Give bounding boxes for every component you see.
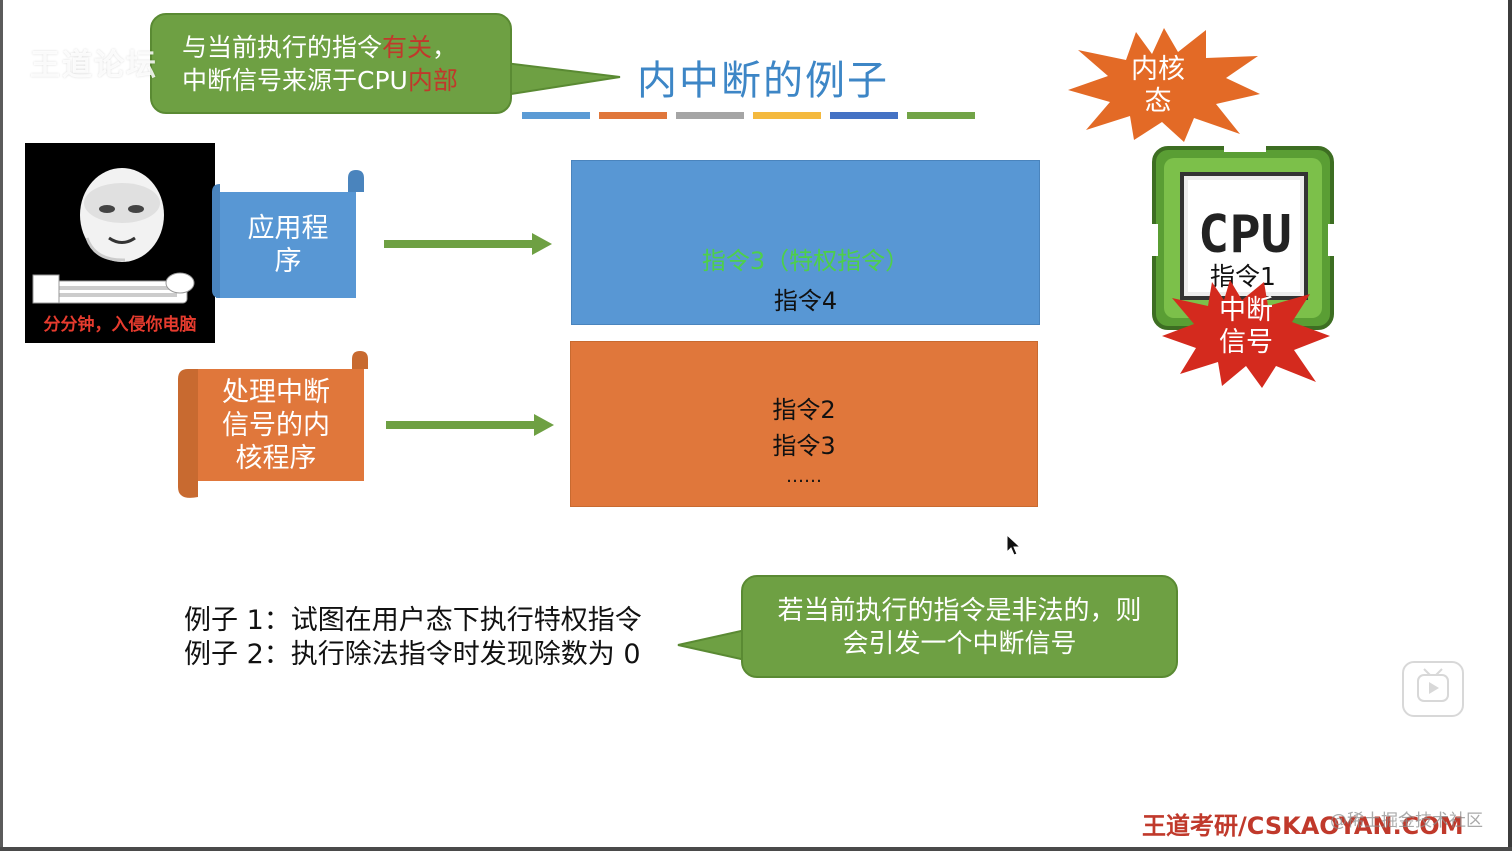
app-program-label-line2: 序 xyxy=(274,246,302,277)
interrupt-signal-label: 中断 信号 xyxy=(1198,295,1294,359)
play-button[interactable] xyxy=(1402,661,1464,717)
callout-bottom-line1: 若当前执行的指令是非法的，则 xyxy=(777,596,1142,626)
meme-right-eye xyxy=(128,205,144,213)
example-2: 例子 2：执行除法指令时发现除数为 0 xyxy=(184,639,641,670)
kernel-mode-line1: 内核 xyxy=(1131,54,1185,85)
kernel-program-label-line3: 核程序 xyxy=(235,443,317,474)
meme-illustration xyxy=(32,168,195,304)
title-color-bar xyxy=(522,112,590,119)
callout-top-highlight-1: 有关 xyxy=(382,33,433,62)
title-color-bar xyxy=(907,112,975,119)
footer-watermark: @稀土掘金技术社区 xyxy=(1330,811,1483,831)
callout-top-line2: 中断信号来源于CPU内部 xyxy=(182,64,510,97)
cpu-label: CPU xyxy=(1198,205,1292,265)
callout-top-pointer xyxy=(505,61,621,97)
meme-keys-row1 xyxy=(47,286,177,290)
callout-bottom-line2: 会引发一个中断信号 xyxy=(842,629,1077,659)
kernel-mode-label: 内核 态 xyxy=(1110,54,1206,118)
callout-top-line1-end: ， xyxy=(432,33,458,62)
kernel-program-label-line1: 处理中断 xyxy=(222,377,330,408)
kernel-instruction-3: 指令3 xyxy=(772,432,836,460)
cpu-chip-icon xyxy=(1150,144,1336,334)
meme-keys-row2 xyxy=(47,293,177,297)
meme-headset-mic xyxy=(85,237,126,262)
app-scroll-top-curl xyxy=(348,170,364,192)
mouse-cursor-icon xyxy=(1006,534,1022,556)
examples-text: 例子 1：试图在用户态下执行特权指令 例子 2：执行除法指令时发现除数为 0 xyxy=(184,604,642,672)
title-color-bar xyxy=(599,112,667,119)
title-color-bar xyxy=(676,112,744,119)
kernel-instruction-ellipsis: …… xyxy=(786,466,822,487)
left-window-edge xyxy=(0,0,3,851)
cpu-instruction-1: 指令1 xyxy=(1210,262,1276,291)
interrupt-signal-burst xyxy=(1162,280,1330,388)
page-title: 内中断的例子 xyxy=(637,58,889,104)
kernel-mode-line2: 态 xyxy=(1144,86,1172,117)
callout-top-line1-text: 与当前执行的指令 xyxy=(182,33,383,62)
meme-mouse xyxy=(165,272,195,294)
kernel-mode-burst xyxy=(1068,28,1260,142)
interrupt-signal-line1: 中断 xyxy=(1219,295,1273,326)
meme-image: 分分钟，入侵你电脑 xyxy=(25,143,215,343)
arrow-kernel-to-instructions xyxy=(386,414,554,436)
interrupt-signal-line2: 信号 xyxy=(1219,327,1273,358)
kernel-program-label: 处理中断 信号的内 核程序 xyxy=(195,376,357,475)
meme-caption: 分分钟，入侵你电脑 xyxy=(43,315,197,335)
meme-mouth xyxy=(108,236,136,244)
kernel-instruction-2: 指令2 xyxy=(772,396,836,424)
example-1: 例子 1：试图在用户态下执行特权指令 xyxy=(184,605,642,636)
app-scroll-side-curl xyxy=(212,184,220,298)
meme-left-eye xyxy=(99,205,115,213)
callout-top-line1: 与当前执行的指令有关， xyxy=(182,31,510,64)
kernel-scroll-body xyxy=(190,369,364,481)
kernel-instruction-box: 指令2 指令3 …… xyxy=(570,341,1038,507)
instruction-4: 指令4 xyxy=(773,287,838,315)
app-program-scroll xyxy=(212,170,364,298)
kernel-program-label-line2: 信号的内 xyxy=(222,410,330,441)
user-instruction-box: 指令3（特权指令） 指令4 xyxy=(571,160,1040,325)
privileged-instruction: 指令3（特权指令） xyxy=(701,247,910,275)
callout-top-highlight-2: 内部 xyxy=(407,66,458,95)
callout-top: 与当前执行的指令有关， 中断信号来源于CPU内部 xyxy=(150,13,512,114)
app-program-label-line1: 应用程 xyxy=(247,213,329,244)
kernel-scroll-side-curl xyxy=(178,369,198,498)
bottom-window-strip xyxy=(0,847,1512,851)
right-window-edge xyxy=(1508,0,1512,851)
watermark-left: 王道论坛 xyxy=(30,48,158,83)
callout-bottom: 若当前执行的指令是非法的，则 会引发一个中断信号 xyxy=(741,575,1178,678)
app-scroll-body xyxy=(216,192,356,298)
meme-face-shade xyxy=(84,183,160,223)
arrow-app-to-instructions xyxy=(384,233,552,255)
title-color-bar xyxy=(753,112,821,119)
callout-top-line2-text: 中断信号来源于CPU xyxy=(182,66,408,95)
footer-brand: 王道考研/CSKAOYAN.COM xyxy=(1142,812,1464,840)
kernel-program-scroll xyxy=(178,351,368,498)
app-program-label: 应用程 序 xyxy=(218,212,358,278)
title-color-bar xyxy=(830,112,898,119)
play-icon xyxy=(1417,668,1449,702)
meme-hand xyxy=(32,274,60,304)
kernel-scroll-top-curl xyxy=(352,351,368,369)
